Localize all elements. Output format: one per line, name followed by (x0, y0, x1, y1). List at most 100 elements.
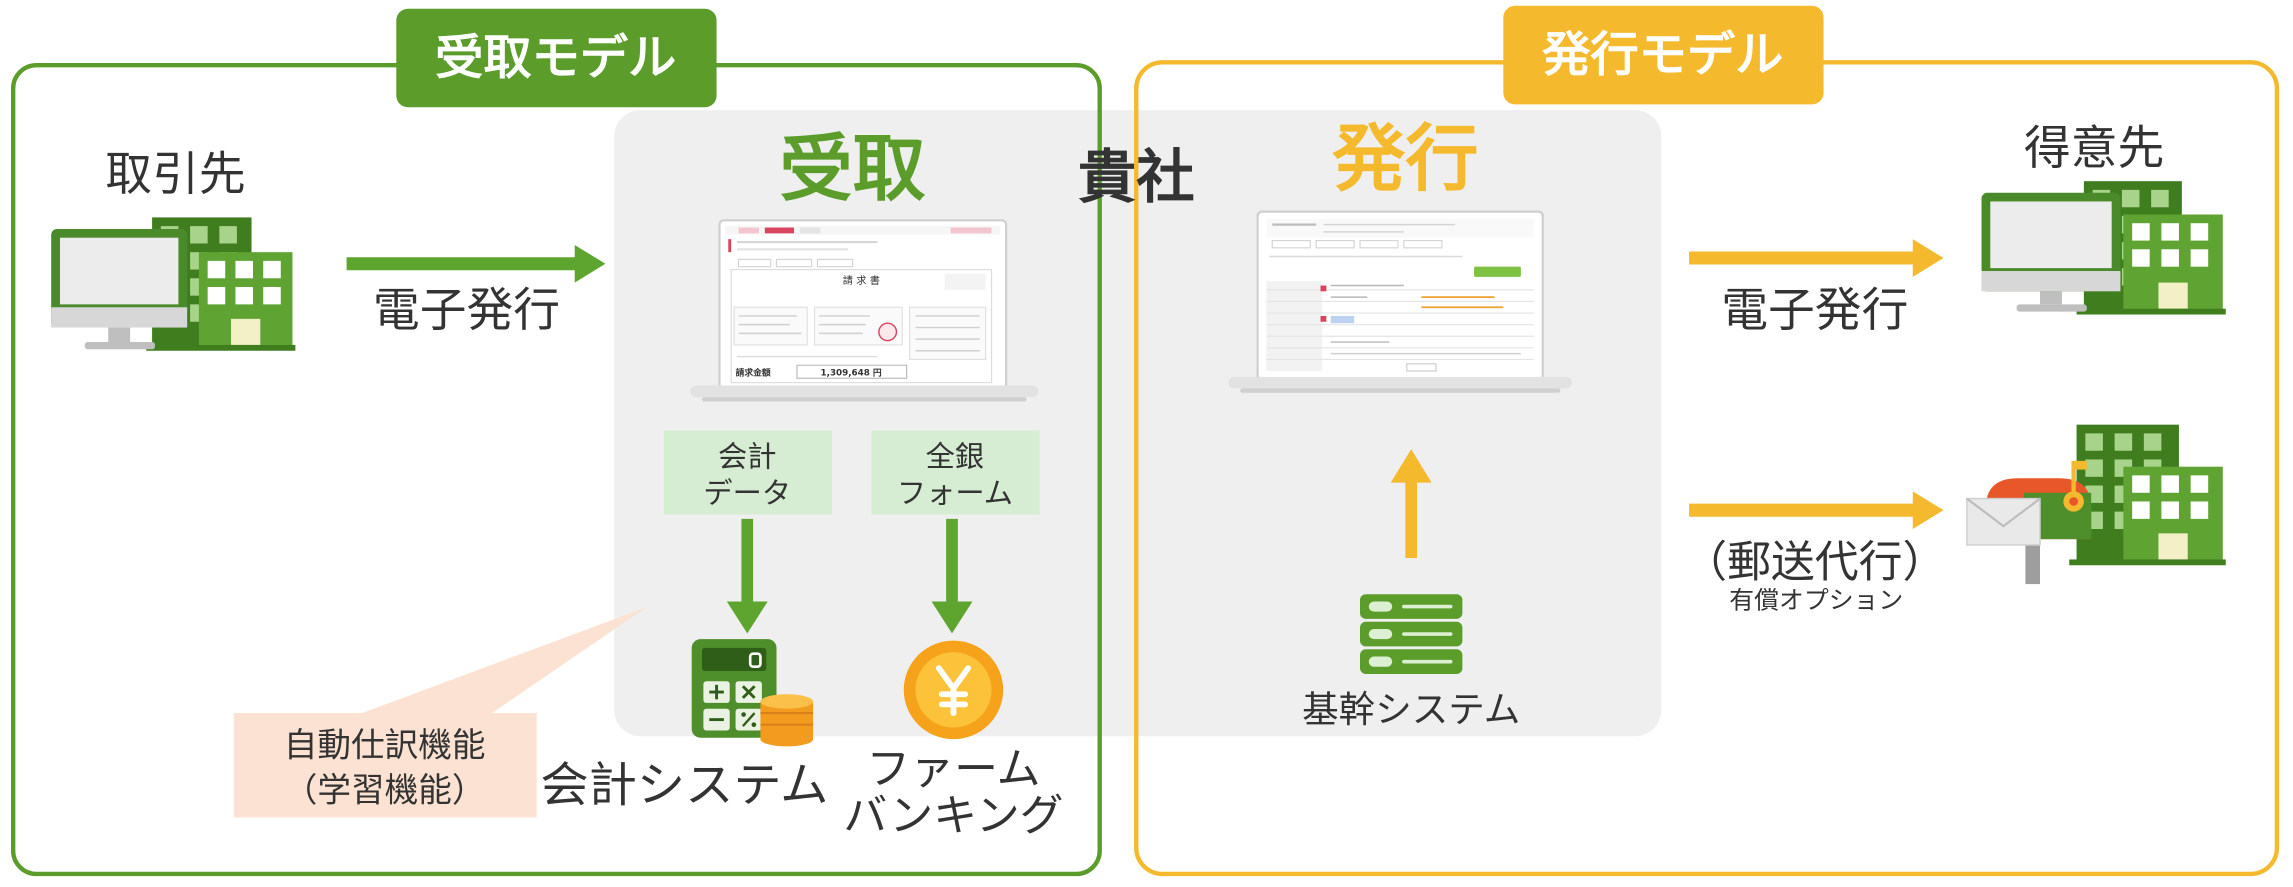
building-light-windows (207, 260, 281, 305)
accounting-system-label: 会計システム (540, 758, 828, 814)
laptop-base (690, 385, 1039, 398)
invoice-screen-content: 請 求 書 請求金額 1,309,648 円 (725, 226, 1001, 384)
callout-box (233, 713, 537, 818)
core-system-label: 基幹システム (1302, 688, 1520, 731)
building-window (263, 286, 281, 305)
monitor-chin (51, 307, 188, 328)
callout-pointer (358, 607, 647, 715)
building-window (190, 226, 208, 244)
building-window (2085, 433, 2103, 451)
monitor-base (2016, 304, 2087, 312)
firm-banking-line1: ファーム (866, 744, 1040, 795)
partner-label: 取引先 (105, 147, 245, 201)
mock-logo-area (944, 273, 986, 290)
building-window (2161, 501, 2179, 519)
building-window (2114, 433, 2133, 451)
building-door (2158, 533, 2188, 560)
mail-option-label: 有償オプション (1729, 586, 1903, 615)
arrow-head (1390, 449, 1432, 483)
issue-arrow-head (1912, 239, 1944, 277)
mock-subtab (1359, 240, 1399, 249)
yen-stroke (950, 665, 972, 692)
zengin-format-bg (871, 430, 1040, 515)
laptop-shadow (701, 397, 1027, 402)
mailbox-building-icon (1966, 424, 2226, 585)
mail-service-label: （郵送代行） (1683, 537, 1946, 588)
issue-model-tag: 発行モデル (1503, 5, 1824, 105)
percent-dot (741, 712, 746, 717)
receive-title: 受取 (779, 128, 925, 213)
receive-model-label: 受取モデル (435, 30, 676, 86)
envelope (1966, 497, 2041, 546)
times-stroke (741, 685, 756, 699)
monitor-stand (108, 327, 131, 343)
invoice-amount-label: 請求金額 (736, 366, 771, 378)
invoice-title: 請 求 書 (843, 274, 880, 287)
building-window (2190, 223, 2209, 241)
callout-line2: （学習機能） (284, 771, 486, 810)
accounting-data-line2: データ (703, 476, 791, 510)
building-window (2132, 475, 2150, 493)
building-window (2121, 189, 2140, 208)
accounting-data-bg (663, 430, 833, 515)
building-window (2190, 249, 2209, 267)
server-led (1368, 656, 1393, 667)
mock-button (1406, 363, 1437, 372)
building-window (2132, 249, 2150, 267)
mock-subtab (1315, 240, 1355, 249)
building-light-windows (2132, 223, 2209, 267)
mail-arrow-head (1912, 491, 1944, 530)
invoice-amount-box (796, 364, 908, 379)
percent-symbol (741, 712, 757, 727)
monitor-chin (1981, 271, 2121, 292)
yen-stroke (935, 665, 957, 692)
receive-arrow-label: 電子発行 (373, 283, 560, 337)
issue-laptop (1228, 210, 1573, 393)
times-symbol (741, 685, 756, 699)
issue-title: 発行 (1332, 117, 1478, 202)
plus-symbol (709, 684, 724, 700)
monitor-screen (1990, 201, 2112, 269)
percent-stroke (742, 712, 756, 727)
monitor-base (84, 342, 156, 350)
mailbox-knob-center (2069, 497, 2079, 506)
mock-tab (799, 227, 821, 234)
mock-side-marker (728, 239, 732, 253)
building-base (2076, 308, 2226, 315)
customer-label: 得意先 (2024, 121, 2164, 175)
building-window (219, 226, 237, 244)
building-window (2132, 223, 2150, 241)
computer-building-icon (51, 217, 296, 351)
building-window (2143, 433, 2162, 451)
issue-model-tag-bg (1503, 5, 1824, 105)
server-icon (1360, 594, 1463, 674)
building-window (2161, 475, 2179, 493)
mock-topbar (725, 226, 1001, 235)
building-base (2069, 559, 2226, 566)
building-window (2190, 475, 2209, 493)
core-up-arrow (1390, 449, 1432, 558)
issue-model-label: 発行モデル (1542, 27, 1783, 83)
server-led (1368, 601, 1393, 612)
building-window (2151, 189, 2169, 208)
mock-subtab (816, 258, 854, 268)
calculator-digit (748, 652, 762, 669)
server-led (1368, 629, 1393, 640)
receive-arrow (346, 244, 606, 283)
laptop-base (1228, 376, 1573, 389)
monitor-stand (2040, 291, 2062, 305)
invoice-laptop: 請 求 書 請求金額 1,309,648 円 (690, 219, 1039, 402)
accounting-down-arrow (726, 518, 768, 634)
mock-button-green (1474, 266, 1521, 277)
mock-required-mark (1320, 315, 1327, 322)
building-window (207, 260, 226, 279)
mock-tab (950, 227, 992, 234)
arrow-head (726, 601, 768, 634)
building-window (235, 286, 253, 305)
issue-arrow (1689, 239, 1944, 277)
calculator-coins-icon (691, 639, 814, 747)
mock-info-box (733, 306, 808, 346)
mock-label-column (1266, 281, 1322, 372)
receive-model-tag-bg (396, 8, 717, 108)
